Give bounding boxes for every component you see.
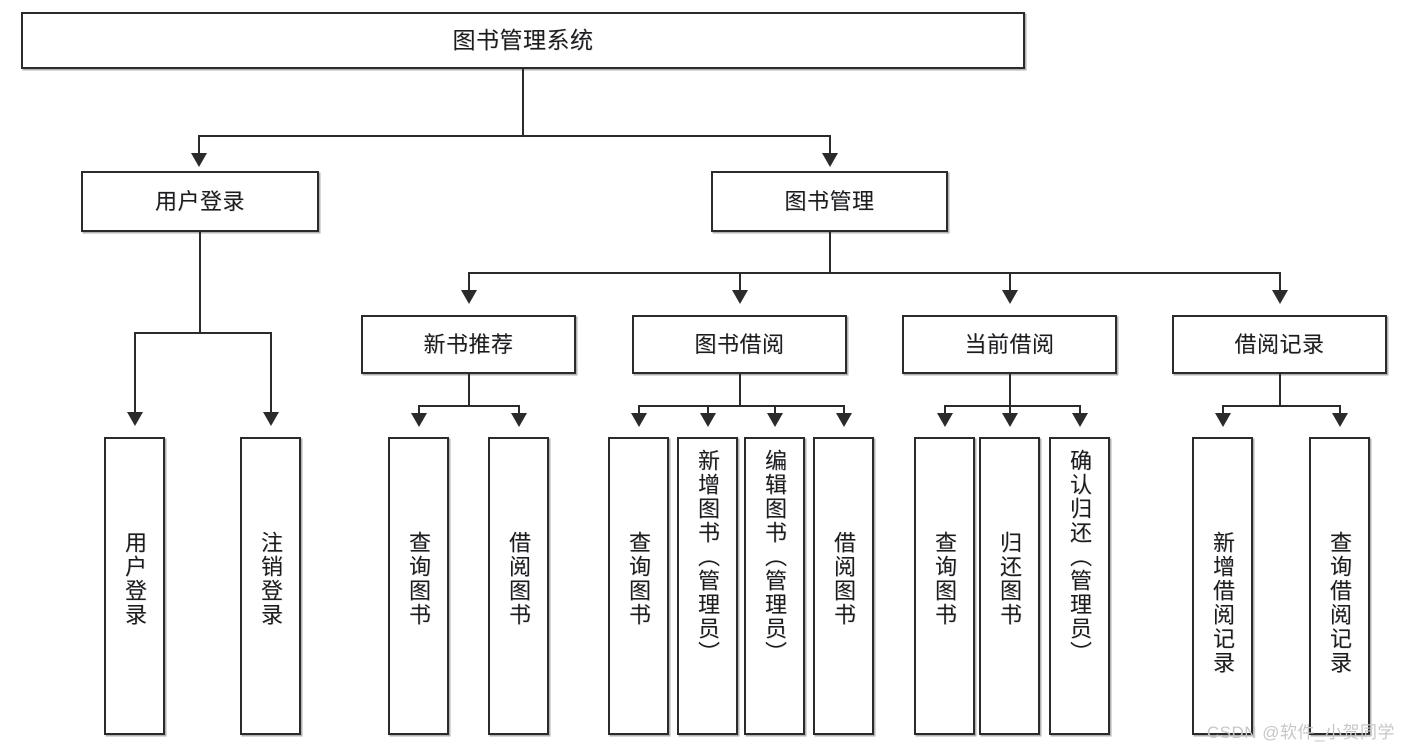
leaf-query-book-current[interactable]: 查询图书 xyxy=(914,437,975,735)
connector-root-bus xyxy=(198,135,830,137)
leaf-confirm-return-admin[interactable]: 确认归还（管理员） xyxy=(1049,437,1110,735)
connector-user-login-bus xyxy=(134,332,271,334)
leaf-label: 新增图书（管理员） xyxy=(695,449,721,665)
connector-book-mgmt-bus xyxy=(468,272,1280,274)
leaf-query-book-recommend[interactable]: 查询图书 xyxy=(388,437,449,735)
leaf-label: 归还图书 xyxy=(997,531,1023,627)
leaf-label: 用户登录 xyxy=(122,531,148,627)
arrowhead-root-to-book-mgmt xyxy=(822,153,838,167)
connector-current-borrow-branch-1 xyxy=(944,405,946,417)
leaf-label: 查询图书 xyxy=(406,531,432,627)
connector-book-borrow-bus xyxy=(638,405,844,407)
arrowhead-user-login-leaf-2 xyxy=(263,412,279,426)
arrowhead-root-to-user-login xyxy=(191,153,207,167)
leaf-borrow-book[interactable]: 借阅图书 xyxy=(813,437,874,735)
leaf-logout-login[interactable]: 注销登录 xyxy=(240,437,301,735)
connector-new-book-branch-1 xyxy=(418,405,420,417)
node-new-book-recommend[interactable]: 新书推荐 xyxy=(361,315,576,374)
node-label: 图书借阅 xyxy=(694,331,785,357)
arrowhead-borrow-record-leaf-1 xyxy=(1215,413,1231,427)
node-book-management[interactable]: 图书管理 xyxy=(711,171,948,232)
connector-new-book-stem xyxy=(468,374,470,406)
leaf-return-book[interactable]: 归还图书 xyxy=(979,437,1040,735)
connector-root-stem xyxy=(522,69,524,136)
arrowhead-to-current-borrow xyxy=(1002,290,1018,304)
arrowhead-book-borrow-leaf-2 xyxy=(700,413,716,427)
node-label: 用户登录 xyxy=(154,188,245,214)
leaf-label: 查询图书 xyxy=(932,531,958,627)
connector-user-login-branch-2 xyxy=(270,332,272,416)
connector-borrow-record-bus xyxy=(1222,405,1340,407)
node-user-login[interactable]: 用户登录 xyxy=(81,171,319,232)
connector-book-borrow-branch-2 xyxy=(707,405,709,417)
arrowhead-user-login-leaf-1 xyxy=(127,412,143,426)
connector-root-to-book-mgmt xyxy=(829,135,831,157)
connector-borrow-record-branch-1 xyxy=(1222,405,1224,417)
node-book-borrow[interactable]: 图书借阅 xyxy=(632,315,847,374)
node-label: 图书管理系统 xyxy=(452,26,594,53)
leaf-label: 借阅图书 xyxy=(831,531,857,627)
leaf-query-book-borrow[interactable]: 查询图书 xyxy=(608,437,669,735)
arrowhead-borrow-record-leaf-2 xyxy=(1332,413,1348,427)
connector-current-borrow-branch-3 xyxy=(1079,405,1081,417)
connector-book-borrow-stem xyxy=(739,374,741,406)
connector-book-borrow-branch-1 xyxy=(638,405,640,417)
connector-book-borrow-branch-3 xyxy=(774,405,776,417)
connector-book-borrow-branch-4 xyxy=(843,405,845,417)
connector-new-book-branch-2 xyxy=(518,405,520,417)
node-label: 图书管理 xyxy=(784,188,875,214)
node-borrow-record[interactable]: 借阅记录 xyxy=(1172,315,1387,374)
connector-borrow-record-branch-2 xyxy=(1339,405,1341,417)
connector-user-login-branch-1 xyxy=(134,332,136,416)
node-label: 借阅记录 xyxy=(1234,331,1325,357)
leaf-query-borrow-record[interactable]: 查询借阅记录 xyxy=(1309,437,1370,735)
arrowhead-new-book-leaf-1 xyxy=(411,413,427,427)
connector-borrow-record-stem xyxy=(1279,374,1281,406)
leaf-add-borrow-record[interactable]: 新增借阅记录 xyxy=(1192,437,1253,735)
connector-current-borrow-bus xyxy=(944,405,1081,407)
connector-root-to-user-login xyxy=(198,135,200,157)
leaf-label: 编辑图书（管理员） xyxy=(762,449,788,665)
node-current-borrow[interactable]: 当前借阅 xyxy=(902,315,1117,374)
arrowhead-book-borrow-leaf-4 xyxy=(836,413,852,427)
leaf-label: 查询借阅记录 xyxy=(1327,531,1353,675)
connector-book-mgmt-branch-1 xyxy=(468,272,470,293)
leaf-label: 确认归还（管理员） xyxy=(1067,449,1093,665)
arrowhead-to-new-book xyxy=(461,290,477,304)
leaf-edit-book-admin[interactable]: 编辑图书（管理员） xyxy=(744,437,805,735)
arrowhead-current-borrow-leaf-3 xyxy=(1072,413,1088,427)
connector-current-borrow-branch-2 xyxy=(1009,405,1011,417)
arrowhead-current-borrow-leaf-2 xyxy=(1002,413,1018,427)
connector-current-borrow-stem xyxy=(1009,374,1011,406)
leaf-label: 注销登录 xyxy=(258,531,284,627)
leaf-label: 借阅图书 xyxy=(506,531,532,627)
node-root-system[interactable]: 图书管理系统 xyxy=(21,12,1025,69)
leaf-label: 新增借阅记录 xyxy=(1210,531,1236,675)
connector-book-mgmt-branch-4 xyxy=(1279,272,1281,293)
leaf-add-book-admin[interactable]: 新增图书（管理员） xyxy=(677,437,738,735)
connector-new-book-bus xyxy=(418,405,519,407)
arrowhead-to-book-borrow xyxy=(732,290,748,304)
node-label: 当前借阅 xyxy=(964,331,1055,357)
connector-book-mgmt-branch-3 xyxy=(1009,272,1011,293)
node-label: 新书推荐 xyxy=(423,331,514,357)
leaf-label: 查询图书 xyxy=(626,531,652,627)
connector-book-mgmt-stem xyxy=(829,232,831,273)
connector-book-mgmt-branch-2 xyxy=(739,272,741,293)
connector-user-login-stem xyxy=(199,232,201,333)
arrowhead-new-book-leaf-2 xyxy=(511,413,527,427)
leaf-user-login[interactable]: 用户登录 xyxy=(104,437,165,735)
arrowhead-book-borrow-leaf-1 xyxy=(631,413,647,427)
arrowhead-current-borrow-leaf-1 xyxy=(937,413,953,427)
arrowhead-to-borrow-record xyxy=(1272,290,1288,304)
watermark-text: CSDN @软件_小贺同学 xyxy=(1206,723,1395,742)
arrowhead-book-borrow-leaf-3 xyxy=(767,413,783,427)
leaf-borrow-book-recommend[interactable]: 借阅图书 xyxy=(488,437,549,735)
